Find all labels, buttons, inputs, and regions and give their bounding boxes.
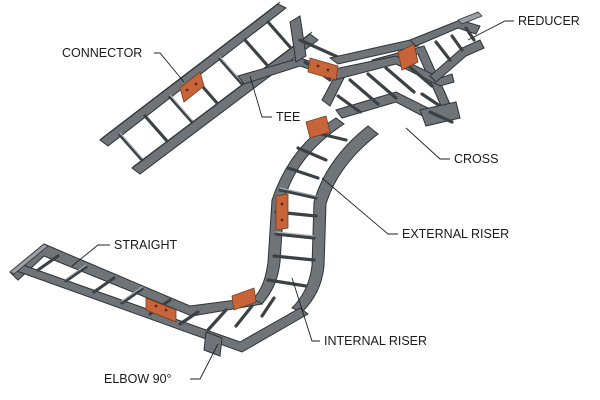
connector-plate bbox=[305, 115, 331, 139]
connector-plate bbox=[179, 71, 205, 103]
cross-section bbox=[328, 39, 461, 127]
connector-plate bbox=[231, 287, 257, 311]
leader-lines bbox=[71, 20, 514, 380]
leader-cross bbox=[405, 127, 450, 160]
upper-straight-section bbox=[99, 1, 319, 175]
lower-straight-section bbox=[9, 243, 309, 357]
leader-reducer bbox=[467, 20, 514, 41]
leader-tee bbox=[249, 75, 272, 118]
connector-plates bbox=[145, 43, 419, 323]
leader-straight bbox=[71, 244, 110, 267]
leader-internal-riser bbox=[291, 277, 320, 342]
label-elbow-90: ELBOW 90° bbox=[104, 372, 172, 386]
label-straight: STRAIGHT bbox=[114, 238, 178, 252]
label-cross: CROSS bbox=[454, 152, 498, 166]
connector-plate bbox=[275, 193, 289, 231]
callout-labels: CONNECTOR TEE REDUCER CROSS EXTERNAL RIS… bbox=[62, 14, 580, 386]
label-connector: CONNECTOR bbox=[62, 46, 142, 60]
label-external-riser: EXTERNAL RISER bbox=[402, 227, 509, 241]
leader-connector bbox=[154, 52, 185, 83]
riser-section bbox=[251, 117, 379, 313]
leader-elbow-90 bbox=[190, 343, 219, 380]
connector-plate bbox=[397, 43, 419, 71]
connector-plate bbox=[307, 57, 339, 81]
leader-external-riser bbox=[321, 177, 398, 235]
connector-plate bbox=[145, 297, 177, 323]
label-tee: TEE bbox=[276, 110, 300, 124]
label-reducer: REDUCER bbox=[518, 14, 580, 28]
label-internal-riser: INTERNAL RISER bbox=[324, 334, 427, 348]
